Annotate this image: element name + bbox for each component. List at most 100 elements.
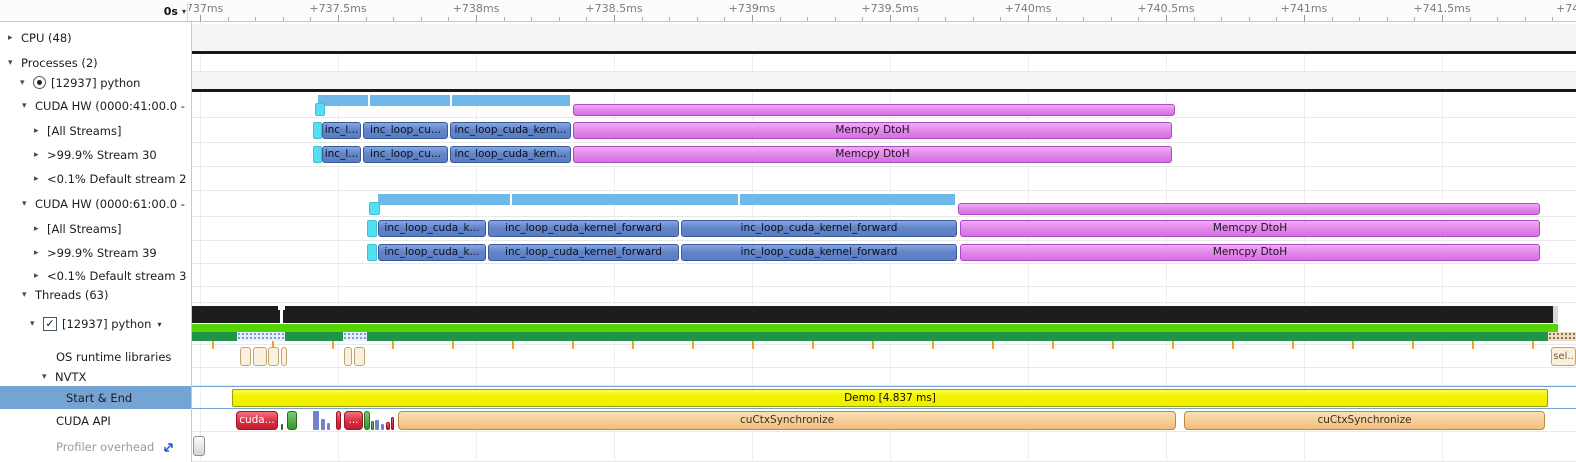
timeline-lane-proc-python[interactable] <box>192 72 1576 92</box>
timeline-lane-threads[interactable] <box>192 287 1576 303</box>
sync-marker-bar[interactable] <box>315 103 325 116</box>
sidebar-item-cuda-hw-61[interactable]: ▾CUDA HW (0000:61:00.0 - <box>0 191 191 217</box>
timeline-lane-os-runtime[interactable]: sel.. <box>192 345 1576 368</box>
thread-checkbox[interactable]: ✓ <box>43 317 57 331</box>
cpu-wait-hatch[interactable] <box>343 332 367 341</box>
expand-row-icon[interactable] <box>162 441 175 454</box>
thread-running-bar[interactable] <box>192 324 1558 332</box>
activity-summary-bar[interactable] <box>378 194 510 205</box>
caret-right-icon[interactable]: ▸ <box>34 224 39 234</box>
kernel-bar[interactable]: inc_l... <box>322 146 361 163</box>
sync-marker-bar[interactable] <box>313 122 322 139</box>
cuda-api-call-bar[interactable] <box>381 424 384 430</box>
cuda-api-call-bar[interactable] <box>281 424 283 430</box>
cuda-api-call-bar[interactable]: cuCtxSynchronize <box>1184 411 1545 430</box>
sidebar-item-cuda-hw-41[interactable]: ▾CUDA HW (0000:41:00.0 - <box>0 93 191 118</box>
cuda-api-call-bar[interactable] <box>327 423 330 430</box>
timeline-lane-stream-30[interactable]: inc_l...inc_loop_cu...inc_loop_cuda_kern… <box>192 143 1576 167</box>
memcpy-bar[interactable]: Memcpy DtoH <box>960 220 1540 237</box>
sidebar-item-start-end[interactable]: Start & End <box>0 386 191 409</box>
memcpy-bar[interactable] <box>573 104 1175 116</box>
cuda-api-call-bar[interactable] <box>391 417 394 430</box>
os-runtime-event-bar[interactable] <box>240 347 251 366</box>
sidebar-item-processes[interactable]: ▾Processes (2) <box>0 54 191 72</box>
activity-summary-bar[interactable] <box>740 194 955 205</box>
cuda-api-call-bar[interactable] <box>375 420 379 430</box>
timeline-lane-nvtx[interactable] <box>192 368 1576 386</box>
timeline-lane-all-streams-61[interactable]: inc_loop_cuda_k...inc_loop_cuda_kernel_f… <box>192 217 1576 241</box>
caret-right-icon[interactable]: ▸ <box>34 150 39 160</box>
process-radio[interactable] <box>33 76 46 89</box>
timeline-canvas[interactable]: inc_l...inc_loop_cu... inc_loop_cuda_kern… <box>192 22 1576 462</box>
caret-right-icon[interactable]: ▸ <box>8 33 13 43</box>
sidebar-item-profiler-overhead[interactable]: Profiler overhead <box>0 432 191 462</box>
thread-state-bar[interactable] <box>1553 306 1558 323</box>
sidebar-item-all-streams-61[interactable]: ▸[All Streams] <box>0 217 191 241</box>
cuda-api-call-bar[interactable] <box>313 411 319 430</box>
timeline-lane-cuda-hw-41[interactable] <box>192 93 1576 118</box>
caret-down-icon[interactable]: ▾ <box>22 290 27 300</box>
os-runtime-event-bar[interactable] <box>253 347 267 366</box>
cpu-wait-hatch[interactable] <box>237 332 285 341</box>
timeline-ruler[interactable]: 0s ▾ +737ms+737.5ms+738ms+738.5ms+739ms+… <box>0 0 1576 22</box>
cuda-api-call-bar[interactable] <box>371 421 374 430</box>
timeline-lane-thread-python[interactable] <box>192 303 1576 349</box>
sidebar-item-stream-39[interactable]: ▸>99.9% Stream 39 <box>0 241 191 264</box>
caret-down-icon[interactable]: ▾ <box>22 100 27 111</box>
timeline-lane-start-end[interactable]: Demo [4.837 ms] <box>192 386 1576 409</box>
kernel-bar[interactable]: inc_loop_cuda_kernel_forward <box>488 244 679 261</box>
kernel-bar[interactable]: inc_loop_cuda_kernel_forward <box>488 220 679 237</box>
os-runtime-event-bar[interactable] <box>281 347 287 366</box>
timeline-lane-default-stream-2[interactable] <box>192 167 1576 191</box>
activity-summary-bar[interactable] <box>512 194 738 205</box>
sidebar-item-os-runtime[interactable]: OS runtime libraries <box>0 345 191 368</box>
cuda-api-call-bar[interactable]: cuCtxSynchronize <box>398 411 1176 430</box>
sync-marker-bar[interactable] <box>369 202 380 215</box>
timeline-lane-all-streams-41[interactable]: inc_l...inc_loop_cu...inc_loop_cuda_kern… <box>192 118 1576 143</box>
sidebar-item-proc-python[interactable]: ▾[12937] python <box>0 72 191 93</box>
sidebar-item-thread-python[interactable]: ▾✓[12937] python▾ <box>0 303 191 345</box>
overhead-hatch[interactable] <box>1548 332 1576 341</box>
caret-down-icon[interactable]: ▾ <box>8 58 13 68</box>
time-origin-dropdown[interactable]: 0s ▾ <box>146 3 186 19</box>
memcpy-bar[interactable]: Memcpy DtoH <box>960 244 1540 261</box>
kernel-bar[interactable]: inc_loop_cu... <box>363 122 448 139</box>
caret-down-icon[interactable]: ▾ <box>30 319 35 329</box>
cuda-api-call-bar[interactable] <box>287 411 297 430</box>
kernel-bar[interactable]: inc_loop_cuda_kernel_forward <box>681 220 957 237</box>
timeline-lane-default-stream-3[interactable] <box>192 264 1576 287</box>
timeline-lane-cuda-hw-61[interactable] <box>192 191 1576 217</box>
kernel-bar[interactable]: inc_loop_cuda_k... <box>378 244 486 261</box>
activity-summary-bar[interactable] <box>318 95 368 106</box>
os-runtime-event-bar[interactable] <box>344 347 352 366</box>
kernel-bar[interactable]: inc_loop_cu... <box>363 146 448 163</box>
kernel-bar[interactable]: inc_loop_cuda_kernel_forward <box>681 244 957 261</box>
os-runtime-event-bar[interactable] <box>268 347 279 366</box>
profiler-overhead-marker[interactable] <box>193 436 205 456</box>
os-runtime-event-bar[interactable]: sel.. <box>1551 347 1576 366</box>
caret-down-icon[interactable]: ▾ <box>42 372 47 382</box>
sidebar-item-nvtx[interactable]: ▾NVTX <box>0 368 191 386</box>
cuda-api-call-bar[interactable]: ... <box>344 411 363 430</box>
kernel-bar[interactable]: inc_l... <box>322 122 361 139</box>
nvtx-range-bar[interactable]: Demo [4.837 ms] <box>232 389 1548 407</box>
sidebar-item-default-stream-3[interactable]: ▸<0.1% Default stream 3 <box>0 264 191 287</box>
cuda-api-call-bar[interactable] <box>364 411 370 430</box>
caret-right-icon[interactable]: ▸ <box>34 270 39 281</box>
timeline-lane-stream-39[interactable]: inc_loop_cuda_k...inc_loop_cuda_kernel_f… <box>192 241 1576 264</box>
sidebar-item-stream-30[interactable]: ▸>99.9% Stream 30 <box>0 143 191 167</box>
caret-down-icon[interactable]: ▾ <box>22 199 27 209</box>
caret-right-icon[interactable]: ▸ <box>34 247 39 258</box>
activity-summary-bar[interactable] <box>452 95 570 106</box>
thread-state-bar[interactable] <box>192 306 1553 323</box>
timeline-lane-processes[interactable] <box>192 54 1576 72</box>
sidebar-item-all-streams-41[interactable]: ▸[All Streams] <box>0 118 191 143</box>
cuda-api-call-bar[interactable] <box>336 411 341 430</box>
sync-marker-bar[interactable] <box>367 244 377 261</box>
memcpy-bar[interactable]: Memcpy DtoH <box>573 146 1172 163</box>
timeline-lane-cpu[interactable] <box>192 24 1576 54</box>
sidebar-item-cpu[interactable]: ▸CPU (48) <box>0 22 191 54</box>
kernel-bar[interactable]: inc_loop_cuda_k... <box>378 220 486 237</box>
os-runtime-event-bar[interactable] <box>354 347 365 366</box>
